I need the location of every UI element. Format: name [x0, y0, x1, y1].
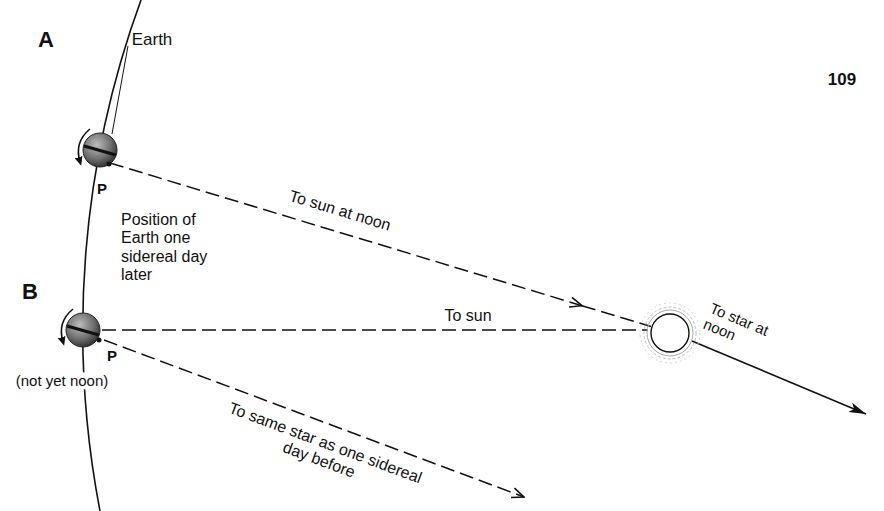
- line-label: To sun at noon: [287, 187, 393, 235]
- line-label: To sun: [444, 307, 491, 325]
- note: Position of Earth one sidereal day later: [121, 211, 229, 285]
- sun-glow: [644, 307, 696, 359]
- sight-line: [102, 329, 648, 331]
- note: (not yet noon): [14, 372, 111, 389]
- sun-glow: [640, 303, 700, 363]
- sun-glow: [647, 310, 693, 356]
- page-number: 109: [828, 70, 856, 90]
- line-label: To same star as one sidereal day before: [209, 395, 436, 509]
- point-label: P: [97, 180, 107, 197]
- rotation-arrow: [78, 129, 90, 162]
- sight-line: [110, 163, 582, 306]
- sight-line: [104, 340, 524, 497]
- position-letter: A: [38, 27, 54, 52]
- earth-globe: [66, 313, 100, 347]
- part-name: Earth: [132, 30, 173, 50]
- earth-globe: [83, 133, 117, 167]
- point-label: P: [107, 347, 117, 364]
- position-letter: B: [22, 279, 38, 304]
- point-p: [107, 162, 112, 167]
- rotation-arrow: [61, 309, 73, 342]
- sun-circle: [651, 314, 689, 352]
- leader-line: [112, 46, 128, 134]
- point-p: [97, 338, 102, 343]
- sight-line: [692, 341, 866, 414]
- line-label: To star at noon: [701, 299, 799, 366]
- earth-equator: [67, 326, 99, 335]
- earth-equator: [84, 146, 116, 155]
- sight-line: [582, 306, 651, 327]
